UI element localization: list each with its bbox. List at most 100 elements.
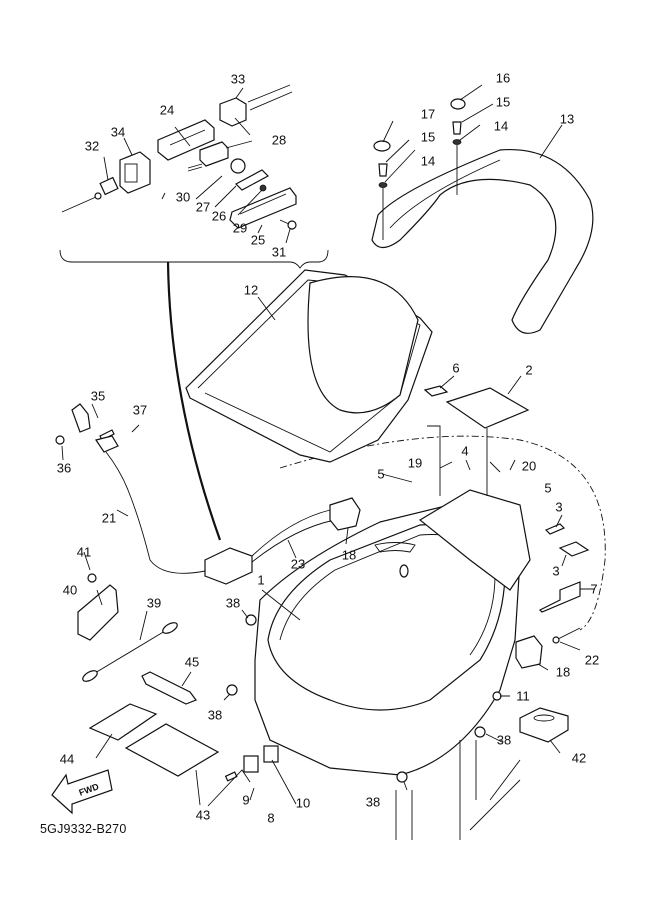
part-25-plate [229,187,297,229]
callout-41: 41 [76,544,92,560]
callout-14b: 14 [493,118,509,134]
part-1-storage-tub [254,499,521,776]
part-40-holder [77,584,119,641]
callout-38b: 38 [207,707,223,723]
frame-rails [395,740,521,840]
reference-outline [279,435,606,631]
part-11-bolt [492,691,502,701]
callout-20: 20 [521,458,537,474]
callout-37: 37 [132,402,148,418]
part-14-washers [378,139,462,240]
part-44-case [88,703,158,741]
part-12-inner-tray [185,269,433,463]
callout-13: 13 [559,111,575,127]
part-43-owners-manual [124,723,220,777]
callout-18b: 18 [555,664,571,680]
callout-15b: 15 [495,94,511,110]
callout-12: 12 [243,282,259,298]
part-29-screw [259,184,267,192]
callout-10: 10 [295,795,311,811]
callout-1: 1 [257,572,265,588]
callout-22: 22 [584,652,600,668]
part-39-helmet-wire [82,622,178,682]
part-32-collar [61,176,119,213]
callout-32: 32 [84,138,100,154]
part-38-dampers [226,614,486,783]
part-18-seat-lock-upper [329,497,361,531]
callout-36: 36 [56,460,72,476]
connector-block [204,509,336,585]
part-26-lever [235,169,269,191]
callout-5b: 5 [544,480,552,496]
callout-17: 17 [420,106,436,122]
callout-33: 33 [230,71,246,87]
inset-group-bracket [59,249,329,269]
callout-18a: 18 [341,547,357,563]
part-2-pad [445,387,530,429]
callout-45: 45 [184,654,200,670]
callout-4: 4 [461,443,469,459]
callout-38c: 38 [496,732,512,748]
part-10-lamp-lens [263,745,279,763]
tub-rear-box [418,489,531,591]
part-33-cover [219,84,293,127]
callout-38a: 38 [225,595,241,611]
part-7-damper-plate [538,581,581,613]
part-41-bolt [87,573,97,583]
callout-34: 34 [110,124,126,140]
part-9-bulb [224,771,238,782]
callout-31: 31 [271,244,287,260]
fwd-arrow-icon [51,769,113,815]
callout-3b: 3 [552,563,560,579]
leader-lines [61,84,595,807]
callout-23: 23 [290,556,306,572]
part-42-damper-block [519,707,569,743]
callout-16: 16 [495,70,511,86]
callout-8: 8 [267,810,275,826]
part-13-grab-bar [371,148,594,334]
part-3-pads [544,523,590,557]
callout-11: 11 [516,688,530,704]
callout-28: 28 [271,132,287,148]
part-8-lamp [243,755,259,773]
callout-7: 7 [590,581,598,597]
callout-2: 2 [525,362,533,378]
part-18-seat-lock-lower [515,635,543,669]
callout-39: 39 [146,595,162,611]
part-27-cam [230,158,246,174]
callout-26: 26 [211,208,227,224]
callout-14a: 14 [420,153,436,169]
callout-5a: 5 [377,466,385,482]
callout-9: 9 [242,792,250,808]
part-24-lock-body [157,119,215,161]
callout-35: 35 [90,388,106,404]
callout-15a: 15 [420,129,436,145]
callout-40: 40 [62,582,78,598]
callout-19: 19 [407,455,423,471]
callout-43: 43 [195,807,211,823]
catalog-code: 5GJ9332-B270 [40,822,127,836]
part-45-band [141,671,197,705]
callout-6: 6 [452,360,460,376]
seat-lock-assy-left [95,435,211,574]
callout-38d: 38 [365,794,381,810]
part-15-bolts [378,121,462,177]
part-28-bracket [199,141,229,167]
callout-29: 29 [232,220,248,236]
part-6-pad [423,385,449,397]
callout-24: 24 [159,102,175,118]
callout-3a: 3 [555,499,563,515]
callout-44: 44 [59,751,75,767]
part-36-nut [55,435,65,445]
callout-27: 27 [195,199,211,215]
part-22-cable [552,627,581,644]
callout-21: 21 [101,510,117,526]
callout-30: 30 [175,189,191,205]
part-31-screw [279,219,297,230]
callout-42: 42 [571,750,587,766]
part-17-cap [373,140,391,152]
part-30-spring [187,163,203,172]
part-16-cap [450,98,466,110]
